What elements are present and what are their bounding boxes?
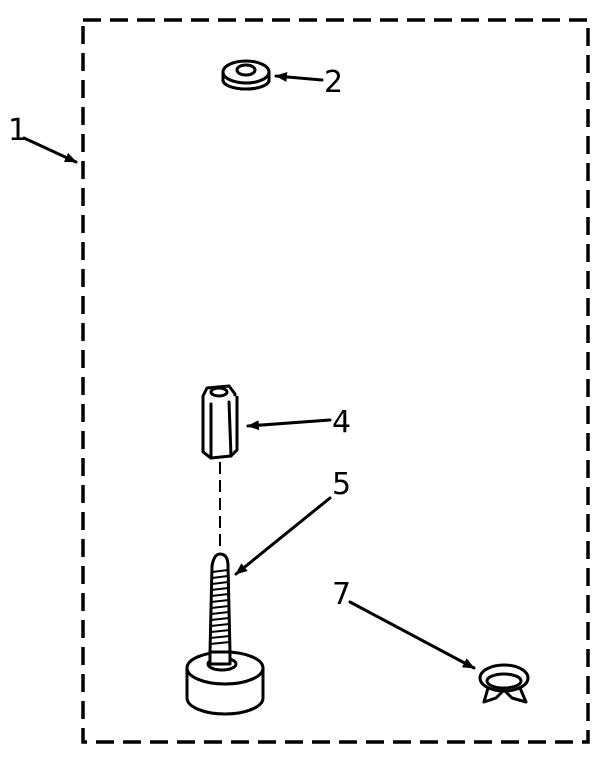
callout-label-5: 5	[332, 467, 351, 502]
washer-part	[221, 59, 271, 91]
callout-arrow-2	[274, 71, 324, 82]
callout-arrow-5	[234, 496, 332, 576]
kit-outline-box	[81, 18, 590, 744]
hose-clamp-part	[478, 663, 530, 704]
callout-label-4: 4	[332, 405, 351, 440]
callout-arrow-4	[246, 418, 332, 431]
callout-label-1: 1	[8, 113, 27, 148]
hex-spacer-part	[201, 384, 239, 460]
callout-4: 4	[246, 405, 351, 440]
callout-label-7: 7	[332, 577, 351, 612]
callout-arrow-7	[348, 600, 476, 670]
callout-5: 5	[234, 467, 351, 576]
callout-2: 2	[274, 65, 343, 100]
callout-arrow-1	[22, 136, 78, 164]
leveling-bolt-part	[185, 552, 265, 716]
callout-label-2: 2	[324, 65, 343, 100]
callout-7: 7	[332, 577, 476, 670]
callout-1: 1	[8, 113, 78, 164]
